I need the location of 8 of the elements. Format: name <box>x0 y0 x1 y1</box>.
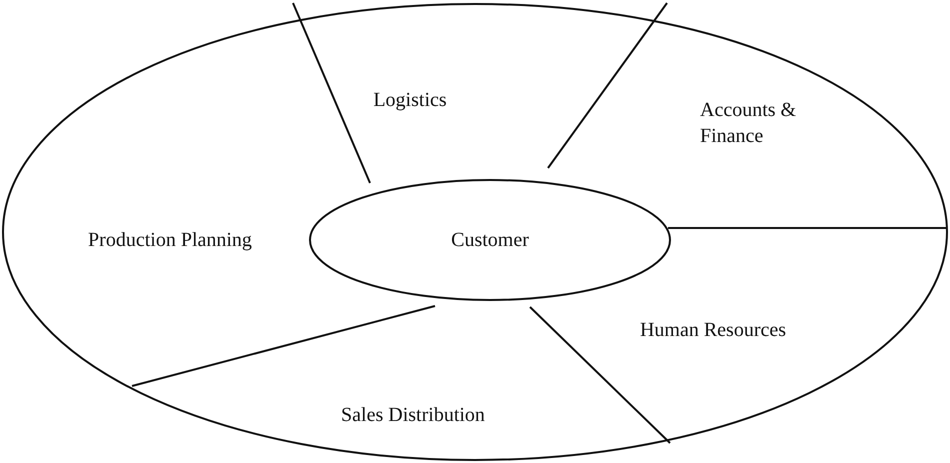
ellipse-node <box>310 180 670 300</box>
segment-label: Sales Distribution <box>323 402 503 428</box>
outer-ellipse <box>3 4 947 460</box>
segment-label: Logistics <box>350 87 470 113</box>
node-label: Customer <box>451 228 529 252</box>
segment-label: Production Planning <box>70 227 270 253</box>
segment-label: Human Resources <box>623 317 803 343</box>
segment-label: Accounts & Finance <box>700 97 820 149</box>
